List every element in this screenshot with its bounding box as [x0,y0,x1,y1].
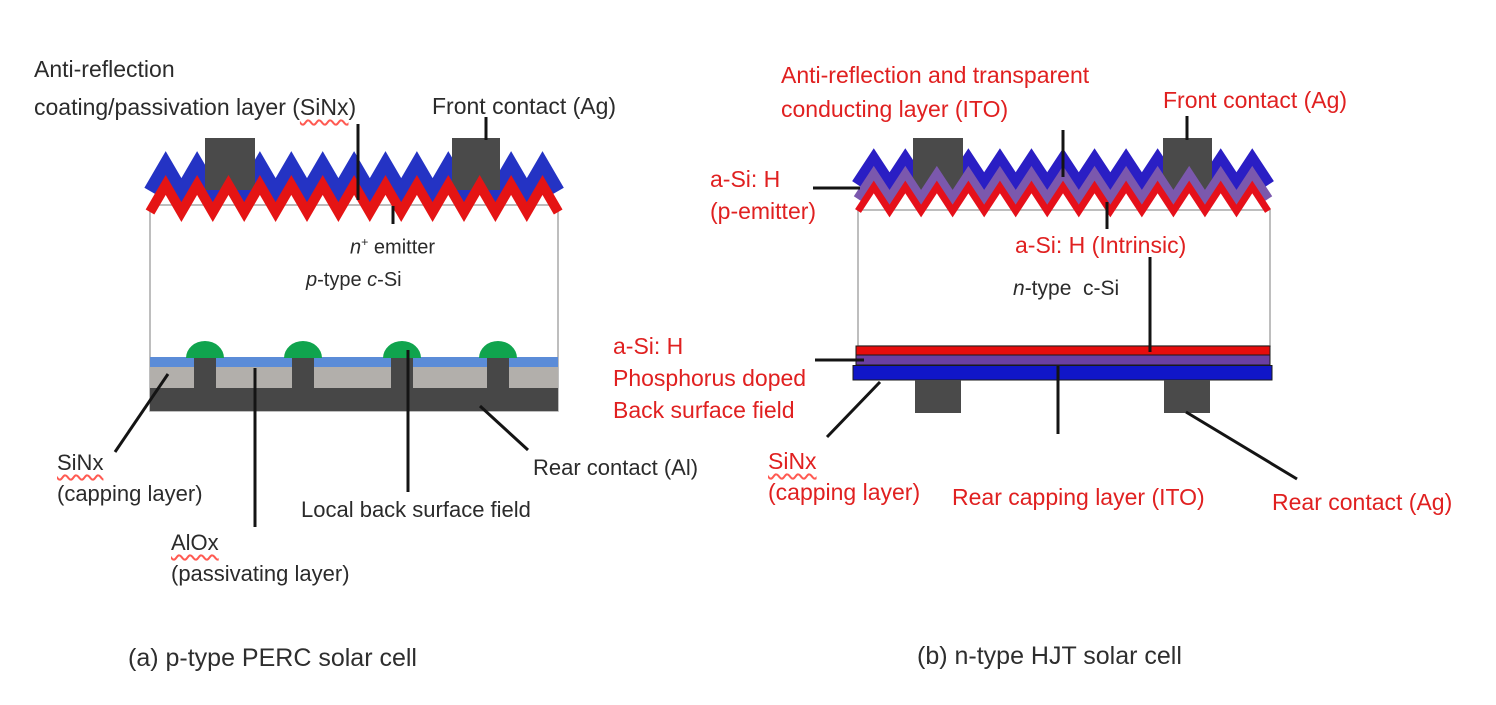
hjt-ito-line2: conducting layer (ITO) [781,96,1009,122]
leader-lines [113,116,1298,527]
hjt-rear-contact-label: Rear contact (Ag) [1272,489,1453,515]
hjt-pem-line1: a-Si: H [710,166,781,192]
perc-alox-sub: (passivating layer) [171,561,350,586]
hjt-sinx-text: SiNx [768,448,817,474]
perc-arc-line1: Anti-reflection [34,56,175,82]
perc-antireflection-label: Anti-reflection coating/passivation layer… [34,50,356,126]
perc-emitter-label: n+ emitter [350,226,435,265]
perc-emitter-plus: + [361,235,369,249]
hjt-sinx-sub: (capping layer) [768,479,921,505]
perc-sinx-capping-leader [113,373,170,453]
hjt-ito-line1: Anti-reflection and transparent [781,62,1090,88]
perc-local-contact-1 [194,357,216,391]
perc-emitter-rest: emitter [368,236,436,259]
hjt-intrinsic-label: a-Si: H (Intrinsic) [1015,232,1187,258]
perc-arc-line2-prefix: coating/passivation layer ( [34,94,300,120]
hjt-caption: (b) n-type HJT solar cell [917,642,1182,670]
hjt-p-emitter-label: a-Si: H (p-emitter) [710,163,816,227]
perc-front-contact-label: Front contact (Ag) [432,93,617,119]
perc-bulk-p: p [306,269,318,291]
perc-sinx-sub: (capping layer) [57,481,203,506]
perc-bulk-mid: -type [317,269,368,291]
perc-arc-sinx-text: SiNx [299,94,349,120]
hjt-rear-contact-leader [1185,410,1298,481]
hjt-wafer-box [857,209,1271,347]
perc-lbsf-bump-4 [479,341,517,358]
hjt-bulk-label: n-type c-Si [1013,272,1119,305]
perc-local-contact-3 [391,357,413,391]
perc-sinx-text: SiNx [57,450,104,475]
perc-rear-contact-leader [478,404,530,452]
hjt-pem-line2: (p-emitter) [710,198,817,224]
hjt-ito-label: Anti-reflection and transparent conductin… [781,58,1089,126]
hjt-bulk-rest: -type c-Si [1024,277,1120,300]
hjt-front-contact-label: Front contact (Ag) [1163,87,1348,113]
hjt-rear-capping-label: Rear capping layer (ITO) [952,484,1205,510]
perc-alox-label: AlOx (passivating layer) [171,527,350,589]
perc-bulk-label: p-type c-Si [306,264,402,297]
perc-arc-suffix: ) [348,94,357,120]
perc-lbsf-bump-3 [383,341,421,358]
perc-front-contact-2 [452,138,500,190]
hjt-rear-ito-layer [852,365,1273,381]
hjt-bulk-n: n [1013,277,1025,300]
hjt-sinx-capping-label: SiNx (capping layer) [768,446,920,508]
perc-sinx-capping-label: SiNx (capping layer) [57,447,203,509]
perc-caption: (a) p-type PERC solar cell [128,644,417,672]
hjt-intrinsic-rear-layer [855,345,1271,356]
hjt-rear-contact-2 [1164,380,1210,413]
perc-lbsf-bump-1 [186,341,224,358]
perc-sinx-capping-layer [150,367,558,388]
perc-local-contact-4 [487,357,509,391]
perc-bulk-end: -Si [377,269,402,291]
hjt-bsf-layer [855,354,1271,366]
perc-local-bsf-label: Local back surface field [301,497,531,522]
perc-alox-text: AlOx [171,530,219,555]
perc-rear-contact-label: Rear contact (Al) [533,455,699,480]
perc-lbsf-bump-2 [284,341,322,358]
hjt-intrinsic-zigzag [855,180,1271,218]
hjt-bsf-line3: Back surface field [613,397,795,423]
perc-bulk-c: c [367,269,378,291]
perc-emitter-n: n [350,236,362,259]
perc-emitter-zigzag [145,175,563,222]
hjt-sinx-capping-leader [825,380,882,439]
hjt-bsf-line2: Phosphorus doped [613,365,807,391]
hjt-rear-contact-1 [915,380,961,413]
hjt-bsf-line1: a-Si: H [613,333,684,359]
perc-alox-layer [150,357,558,367]
perc-rear-al-layer [150,388,558,411]
perc-local-contact-2 [292,357,314,391]
